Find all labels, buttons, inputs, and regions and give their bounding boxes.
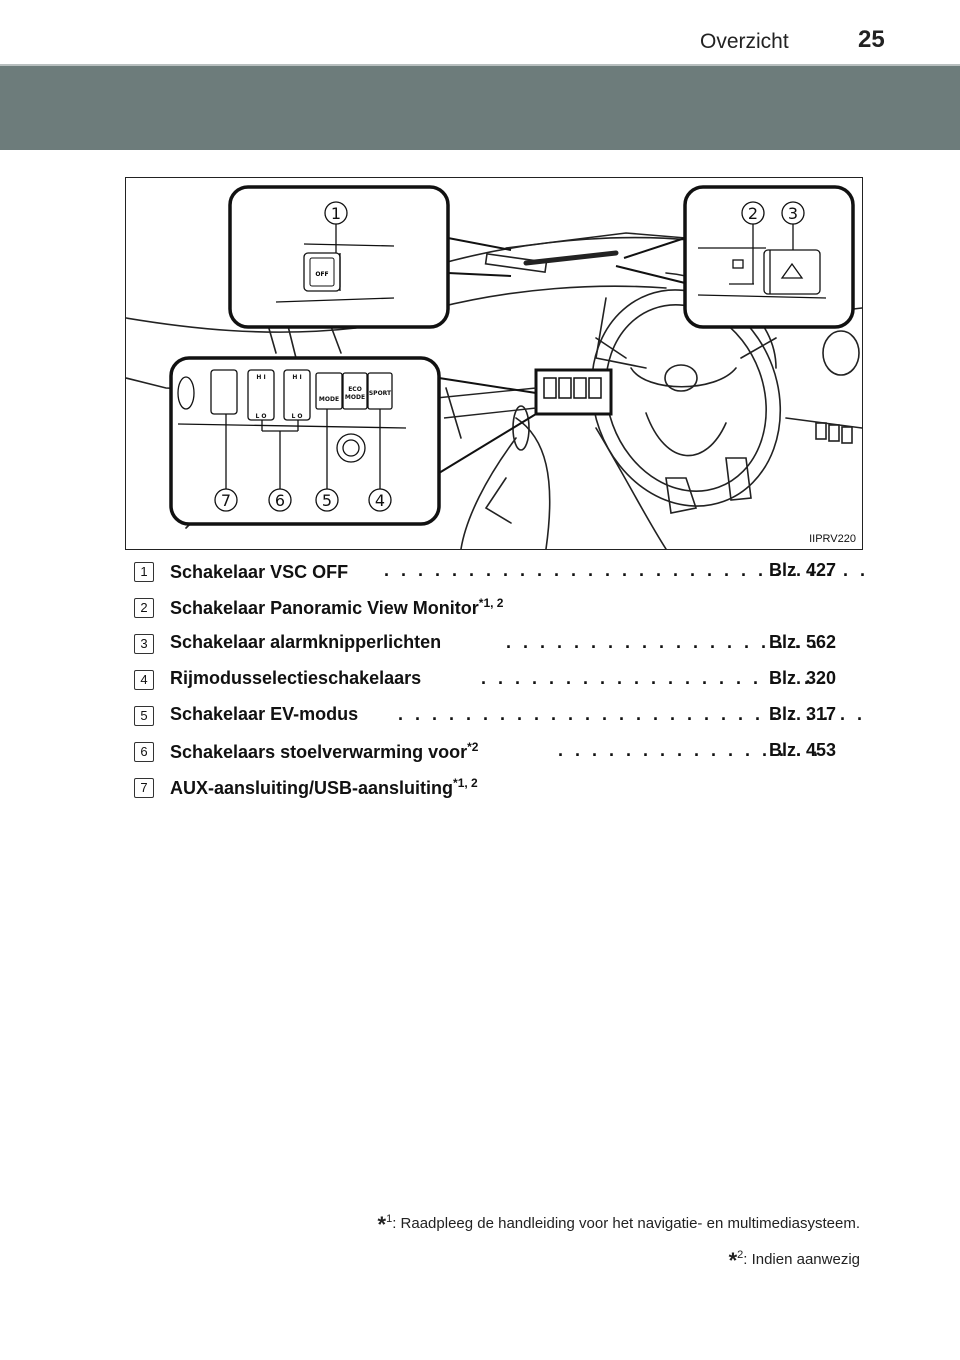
list-item: 1 Schakelaar VSC OFF . . . . . . . . . .… bbox=[126, 560, 865, 596]
page-header: Overzicht 25 bbox=[0, 0, 960, 66]
vsc-off-button-label: OFF bbox=[315, 271, 328, 278]
list-item: 5 Schakelaar EV-modus . . . . . . . . . … bbox=[126, 704, 862, 740]
seat-heater-hi-right: H I bbox=[292, 374, 301, 381]
component-list: 1 Schakelaar VSC OFF . . . . . . . . . .… bbox=[126, 560, 865, 812]
item-number: 7 bbox=[134, 778, 154, 798]
page-reference[interactable]: Blz. 453 bbox=[768, 740, 836, 760]
sport-button-label: SPORT bbox=[369, 390, 392, 397]
item-number: 2 bbox=[134, 598, 154, 618]
item-label: Schakelaar Panoramic View Monitor*1, 2 bbox=[170, 596, 504, 618]
footnote-1: *1: Raadpleeg de handleiding voor het na… bbox=[377, 1212, 860, 1237]
list-item: 2 Schakelaar Panoramic View Monitor*1, 2 bbox=[126, 596, 836, 632]
list-item: 6 Schakelaars stoelverwarming voor*2 . .… bbox=[126, 740, 836, 776]
page-number: 25 bbox=[858, 26, 885, 53]
leader-dots: . . . . . . . . . . . . . . . . . . . . … bbox=[384, 560, 869, 580]
item-label: Schakelaar EV-modus bbox=[170, 704, 359, 724]
item-number: 5 bbox=[134, 706, 154, 726]
dashboard-illustration: OFF bbox=[125, 177, 863, 550]
item-label: Schakelaar VSC OFF bbox=[170, 562, 349, 582]
page-reference[interactable]: Blz. 562 bbox=[768, 632, 836, 652]
header-rule bbox=[0, 64, 960, 66]
item-label: Schakelaar alarmknipperlichten bbox=[170, 632, 442, 652]
callout-4: 4 bbox=[375, 491, 385, 510]
eco-mode-button-label-top: ECO bbox=[348, 386, 362, 393]
item-label: Rijmodusselectieschakelaars bbox=[170, 668, 422, 688]
page-reference[interactable]: Blz. 320 bbox=[768, 668, 836, 688]
leader-dots: . . . . . . . . . . . . . . . . . . . bbox=[506, 632, 821, 652]
list-item: 3 Schakelaar alarmknipperlichten . . . .… bbox=[126, 632, 836, 668]
list-item: 4 Rijmodusselectieschakelaars . . . . . … bbox=[126, 668, 836, 704]
item-label: AUX-aansluiting/USB-aansluiting*1, 2 bbox=[170, 776, 478, 798]
callout-6: 6 bbox=[275, 491, 285, 510]
leader-dots: . . . . . . . . . . . . . . . . . . . . … bbox=[398, 704, 866, 724]
ev-mode-button-label: MODE bbox=[319, 396, 339, 403]
callout-2: 2 bbox=[748, 204, 758, 223]
seat-heater-lo-left: L O bbox=[255, 413, 266, 420]
callout-3: 3 bbox=[788, 204, 798, 223]
section-title: Overzicht bbox=[700, 30, 789, 53]
item-label: Schakelaars stoelverwarming voor*2 bbox=[170, 740, 479, 762]
callout-7: 7 bbox=[221, 491, 231, 510]
leader-dots: . . . . . . . . . . . . . . . . . . . . … bbox=[481, 668, 830, 688]
section-band bbox=[0, 66, 960, 150]
callout-5: 5 bbox=[322, 491, 332, 510]
list-item: 7 AUX-aansluiting/USB-aansluiting*1, 2 bbox=[126, 776, 836, 812]
item-number: 1 bbox=[134, 562, 154, 582]
page-reference[interactable]: Blz. 427 bbox=[768, 560, 836, 580]
item-number: 6 bbox=[134, 742, 154, 762]
eco-mode-button-label-bottom: MODE bbox=[345, 394, 365, 401]
page-reference[interactable]: Blz. 317 bbox=[768, 704, 836, 724]
callout-1: 1 bbox=[331, 204, 341, 223]
seat-heater-lo-right: L O bbox=[291, 413, 302, 420]
dashboard-drawing: OFF bbox=[126, 185, 862, 549]
leader-dots: . . . . . . . . . . . . . . . . bbox=[558, 740, 822, 760]
seat-heater-hi-left: H I bbox=[256, 374, 265, 381]
item-number: 4 bbox=[134, 670, 154, 690]
item-number: 3 bbox=[134, 634, 154, 654]
footnote-2: *2: Indien aanwezig bbox=[728, 1248, 860, 1273]
figure-code: IIPRV220 bbox=[809, 533, 856, 545]
